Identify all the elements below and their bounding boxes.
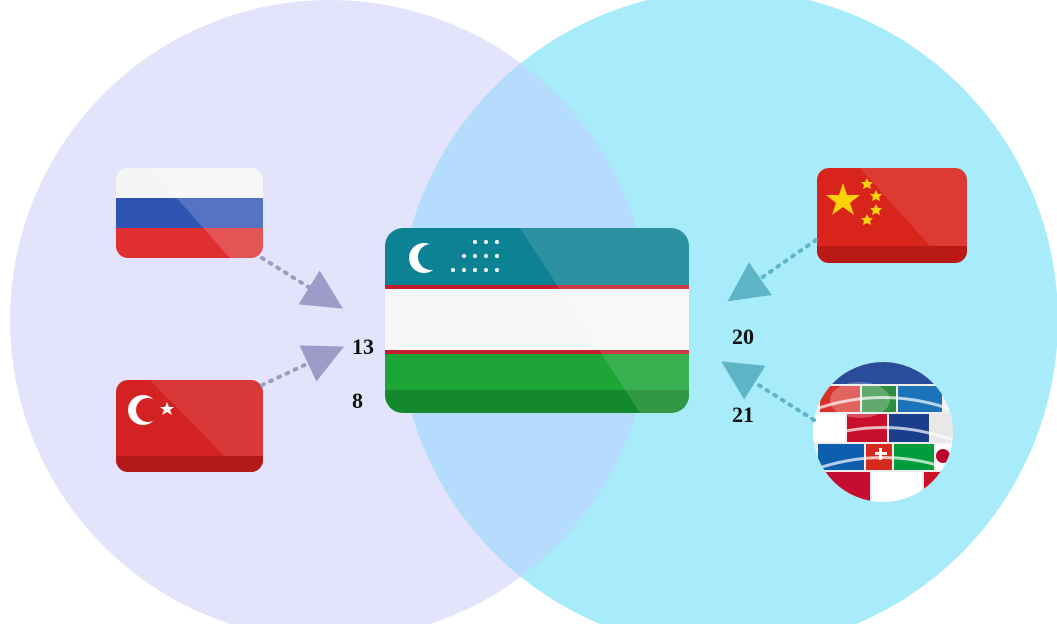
arrow-world-to-center bbox=[721, 361, 816, 422]
arrow-turkey-to-center bbox=[260, 345, 345, 387]
china-count-label: 20 bbox=[732, 324, 754, 349]
world-count-label: 21 bbox=[732, 402, 754, 427]
uzbekistan-flag-icon bbox=[385, 228, 689, 413]
russia-flag-icon bbox=[116, 168, 263, 258]
overlap-region bbox=[398, 0, 650, 624]
arrow-russia-to-center bbox=[260, 256, 343, 309]
china-flag-icon bbox=[817, 168, 967, 263]
turkey-count-label: 8 bbox=[352, 388, 363, 413]
arrow-china-to-center bbox=[727, 238, 818, 302]
world-flags-globe-icon bbox=[813, 362, 953, 502]
russia-count-label: 13 bbox=[352, 334, 374, 359]
turkey-flag-icon bbox=[116, 380, 263, 472]
